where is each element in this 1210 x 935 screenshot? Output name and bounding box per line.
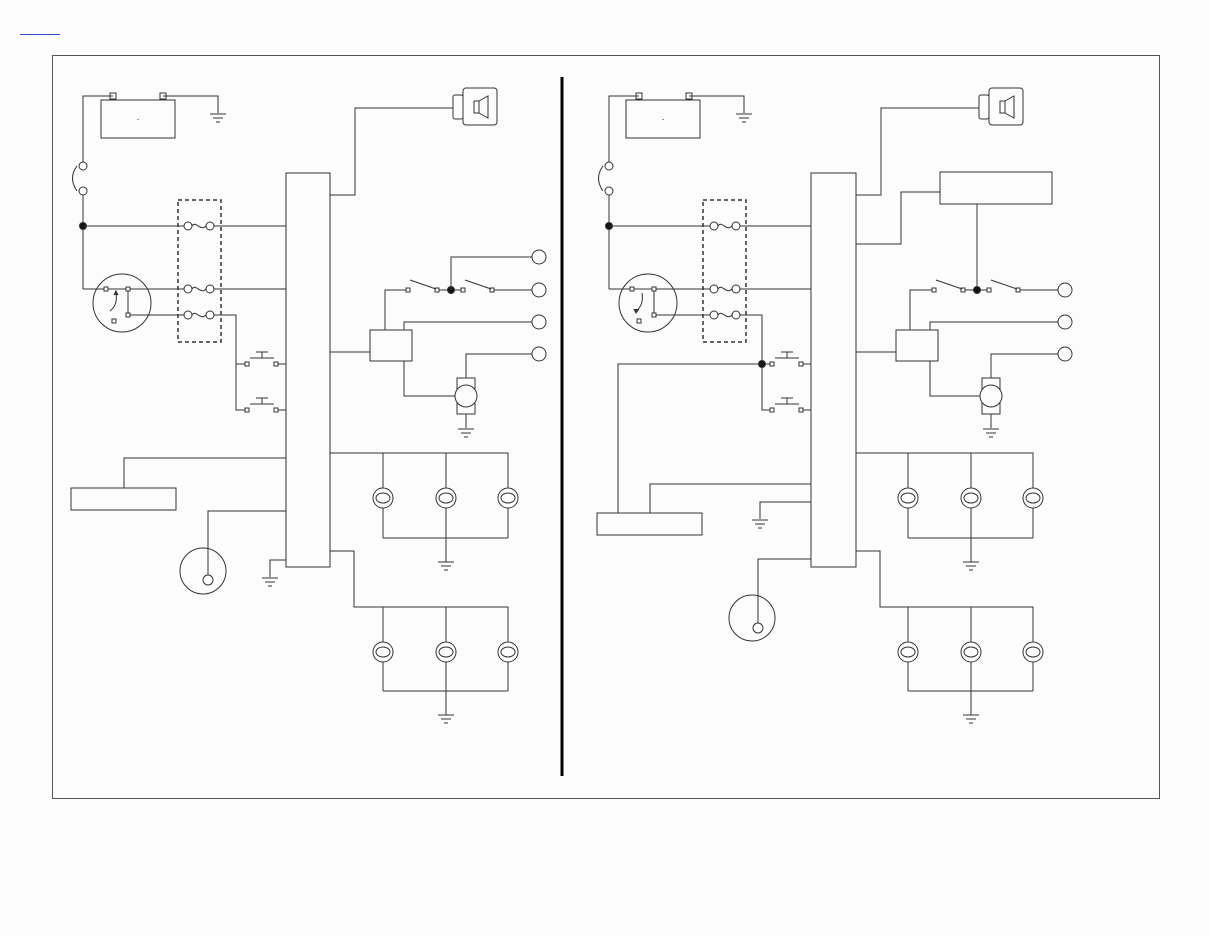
fuse-3 <box>183 310 215 320</box>
indicator-lamp <box>1057 282 1073 298</box>
ground-icon <box>438 714 454 724</box>
ignition-switch <box>618 273 678 333</box>
side-module <box>596 512 703 536</box>
horn-speaker-icon <box>452 87 498 126</box>
control-module <box>810 172 857 568</box>
motor-icon <box>979 377 1003 415</box>
switch-2 <box>986 279 1021 293</box>
fuse-1 <box>183 221 215 231</box>
fuse-box <box>702 199 747 343</box>
fusible-link <box>72 161 88 196</box>
ground-icon <box>983 428 999 438</box>
ground-icon <box>262 577 278 587</box>
indicator-lamp <box>1057 346 1073 362</box>
page-link[interactable] <box>20 34 60 35</box>
control-module <box>285 172 331 568</box>
ground-icon <box>458 428 474 438</box>
indicator-lamp <box>1057 314 1073 330</box>
ground-icon <box>438 561 454 571</box>
switch-1 <box>931 279 966 293</box>
lamp-banks <box>372 453 519 724</box>
ground-icon <box>736 113 752 123</box>
battery: · <box>100 92 176 139</box>
lamp-bulb-icon <box>497 487 519 509</box>
junction-dot <box>973 286 981 294</box>
indicator-lamp <box>531 249 547 265</box>
indicator-lamp <box>531 282 547 298</box>
left-diagram: · <box>70 87 547 724</box>
fuse-box <box>177 199 222 343</box>
lamp-bulb-icon <box>497 641 519 663</box>
lamp-bulb-icon <box>435 487 457 509</box>
pushbutton-1 <box>769 351 804 367</box>
lamp-bulb-icon <box>960 641 982 663</box>
fuse-3 <box>709 310 741 320</box>
gauge-sender <box>728 594 776 642</box>
ignition-switch <box>92 273 152 333</box>
side-module <box>70 487 177 511</box>
lamp-bulb-icon <box>435 641 457 663</box>
indicator-lamp <box>531 314 547 330</box>
indicator-lamp <box>531 346 547 362</box>
ground-icon <box>963 714 979 724</box>
ground-icon <box>752 519 768 529</box>
fuse-1 <box>709 221 741 231</box>
lamp-banks <box>897 453 1044 724</box>
motor-icon <box>454 377 478 415</box>
lamp-bulb-icon <box>897 487 919 509</box>
lamp-bulb-icon <box>372 487 394 509</box>
lamp-bulb-icon <box>960 487 982 509</box>
switch-1 <box>405 279 440 293</box>
lamp-bulb-icon <box>1022 487 1044 509</box>
switch-2 <box>460 279 495 293</box>
lamp-bulb-icon <box>897 641 919 663</box>
fuse-2 <box>709 284 741 294</box>
pushbutton-2 <box>244 397 279 413</box>
ground-icon <box>210 113 226 123</box>
gauge-sender <box>179 547 227 595</box>
battery: · <box>625 92 701 139</box>
ground-icon <box>963 561 979 571</box>
pushbutton-1 <box>244 351 279 367</box>
pushbutton-2 <box>769 397 804 413</box>
schematic-sheet <box>52 55 1160 799</box>
battery-label: · <box>136 114 139 125</box>
relay <box>895 329 939 362</box>
right-diagram: · <box>596 87 1073 724</box>
fusible-link <box>598 161 614 196</box>
relay <box>369 329 413 362</box>
fuse-2 <box>183 284 215 294</box>
battery-label: · <box>661 114 664 125</box>
lamp-bulb-icon <box>372 641 394 663</box>
extra-module <box>939 171 1053 205</box>
horn-speaker-icon <box>978 87 1024 126</box>
lamp-bulb-icon <box>1022 641 1044 663</box>
